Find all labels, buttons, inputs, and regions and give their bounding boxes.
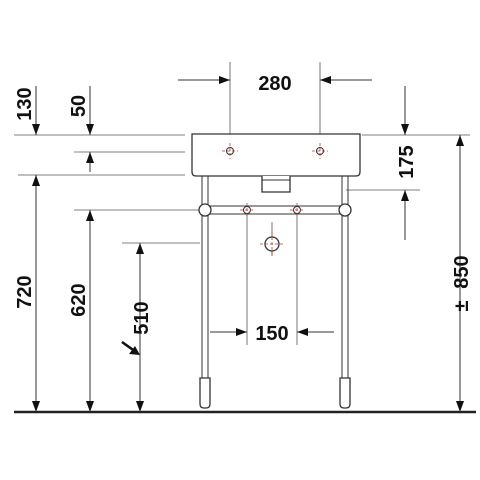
dim-label-175: 175 [396,145,418,178]
tolerance-symbol: ± [451,300,473,311]
dim-50 [86,86,94,172]
dim-label-720: 720 [14,275,36,308]
approx-arrow-icon [121,340,140,355]
basin-body [191,133,361,177]
dim-label-50: 50 [68,95,90,117]
dim-label-620: 620 [68,283,90,316]
dim-720 [32,175,40,412]
dim-280 [178,76,372,84]
dim-175 [401,86,409,240]
tap-hole-right [312,143,328,159]
tap-hole-left [222,143,238,159]
supply-point-right [290,203,304,217]
dim-130 [32,86,40,135]
dim-label-850: 850 [451,255,473,288]
supply-point-left [240,203,254,217]
drain-outlet [260,232,284,256]
dim-620 [86,210,94,412]
dim-label-130: 130 [14,87,36,120]
towel-rail [198,203,352,217]
dim-150 [210,328,334,336]
dim-label-510: 510 [131,301,153,334]
basin-overflow-bowl [261,176,291,193]
dim-510 [136,243,144,412]
dim-850 [456,135,464,412]
dim-label-280: 280 [258,73,291,95]
dim-label-150: 150 [255,323,288,345]
